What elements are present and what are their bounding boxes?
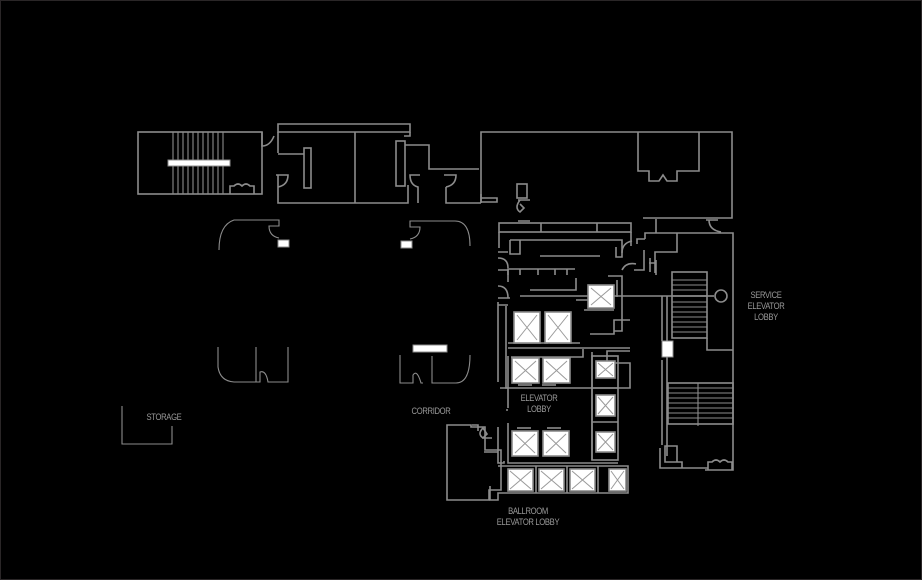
elevator-car-icon <box>595 394 616 417</box>
door-swing-icon <box>516 199 530 222</box>
label-elevator-lobby-line2: LOBBY <box>527 404 551 414</box>
elevator-car-icon <box>511 430 539 457</box>
room-northeast <box>480 131 733 233</box>
elevator-car-icon <box>544 311 572 344</box>
elevator-car-icon <box>511 357 540 384</box>
door-swing-icon <box>706 219 722 233</box>
elevator-car-icon <box>538 468 565 492</box>
label-ballroom-elevator-lobby-line2: ELEVATOR LOBBY <box>496 517 560 527</box>
storage-outline <box>121 406 173 445</box>
column <box>661 340 674 358</box>
door-swing-icon <box>497 251 509 299</box>
elevator-cars <box>511 284 616 457</box>
elevator-car-icon <box>507 468 534 492</box>
label-storage: STORAGE <box>146 412 182 422</box>
elevator-car-icon <box>542 357 571 384</box>
label-service-elevator-lobby-line2: ELEVATOR <box>747 301 785 311</box>
corridor-outline <box>217 219 471 384</box>
elevator-car-icon <box>587 284 615 309</box>
column <box>412 344 448 353</box>
door-swing-icon <box>621 240 651 272</box>
label-corridor: CORRIDOR <box>411 406 451 416</box>
column <box>400 240 413 249</box>
label-service-elevator-lobby-line1: SERVICE <box>750 290 782 300</box>
door-swing-icon <box>444 174 481 204</box>
stairs-icon <box>671 271 708 339</box>
elevator-car-icon <box>513 311 541 344</box>
door-swing-icon <box>472 424 498 453</box>
elevator-car-icon <box>608 468 627 492</box>
label-service-elevator-lobby-line3: LOBBY <box>754 312 778 322</box>
service-core <box>636 219 734 471</box>
column <box>277 239 290 248</box>
door-swing-icon <box>409 174 420 203</box>
door-swing-icon <box>261 132 275 147</box>
stair-landing-bar <box>167 159 231 167</box>
label-ballroom-elevator-lobby-line1: BALLROOM <box>508 506 548 516</box>
label-elevator-lobby-line1: ELEVATOR <box>520 393 558 403</box>
ballroom-elevator-core <box>446 424 629 501</box>
stair-room-northwest <box>137 131 275 195</box>
service-fixture-icon <box>714 289 728 303</box>
door-swing-icon <box>229 183 255 194</box>
elevator-car-icon <box>542 430 570 457</box>
elevator-car-icon <box>595 431 616 453</box>
door-swing-icon <box>276 174 289 188</box>
door-swing-icon <box>707 459 733 470</box>
elevator-car-icon <box>569 468 596 492</box>
elevator-car-icon <box>595 360 616 379</box>
rooms-north-center <box>276 123 481 204</box>
